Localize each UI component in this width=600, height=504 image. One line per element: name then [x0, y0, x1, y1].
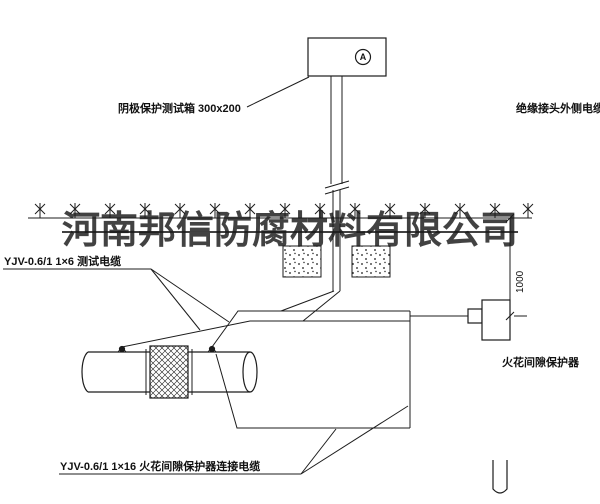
pipeline — [81, 345, 258, 399]
test-box — [307, 37, 387, 77]
meter-letter: A — [360, 52, 367, 62]
cable-terminals — [117, 345, 217, 353]
label-outer-cable: 绝缘接头外侧电缆 — [516, 101, 600, 115]
label-spark-gap: 火花间隙保护器 — [502, 355, 580, 369]
concrete-blocks — [282, 245, 391, 278]
label-test-box: 阴极保护测试箱 300x200 — [118, 101, 241, 115]
cable-run-lower — [121, 320, 410, 348]
label-connect-cable: YJV-0.6/1 1×16 火花间隙保护器连接电缆 — [60, 459, 260, 473]
conduit-riser — [324, 76, 350, 291]
test-cable-left — [280, 290, 335, 312]
cable-bottom-run — [215, 353, 410, 429]
dimension-1000 — [505, 213, 527, 321]
test-cable-right — [302, 290, 341, 322]
cable-run-upper — [211, 310, 410, 348]
dimension-text: 1000 — [515, 270, 526, 293]
insulating-joint — [149, 345, 189, 399]
cable-continuation-symbol — [492, 460, 508, 494]
spark-gap-protector — [467, 299, 511, 341]
cables — [121, 290, 468, 429]
leader-lines — [3, 76, 409, 475]
meter-symbol — [354, 48, 372, 66]
label-test-cable: YJV-0.6/1 1×6 测试电缆 — [4, 254, 121, 268]
ground-surface-symbols — [34, 202, 534, 219]
